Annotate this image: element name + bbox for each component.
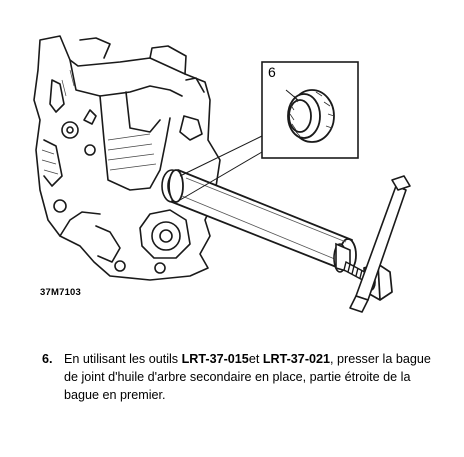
- step-text: En utilisant les outils LRT-37-015et LRT…: [64, 350, 434, 404]
- callout-number: 6: [268, 64, 276, 80]
- technical-illustration: 6 37M7103: [33, 35, 411, 313]
- tool-1: LRT-37-015: [181, 352, 249, 366]
- gearbox-casing: [33, 35, 221, 281]
- figure-code: 37M7103: [40, 287, 82, 298]
- tool-2: LRT-37-021: [262, 352, 331, 366]
- step-text-between: et: [248, 352, 263, 366]
- step-text-after: , presser la bague de joint d'huile d'ar…: [64, 352, 431, 402]
- step-text-before: En utilisant les outils: [64, 352, 182, 366]
- step-number: 6.: [42, 352, 53, 366]
- gearbox-drawing: [33, 35, 411, 313]
